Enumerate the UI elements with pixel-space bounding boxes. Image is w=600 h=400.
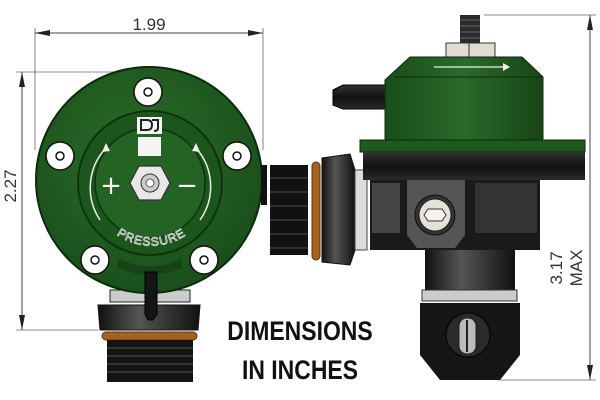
front-view: + − PRESSURE [35,66,267,382]
width-dimension: 1.99 [34,15,264,150]
arrow-right-icon [195,147,212,221]
max-label: MAX [567,250,586,287]
side-view [270,15,586,380]
bolt-holes [45,77,252,275]
max-height-value: 3.17 [547,251,566,284]
minus-label: − [176,171,198,201]
logo-icon [137,117,162,156]
plus-label: + [100,171,122,201]
max-height-dimension: 3.17 MAX [484,14,596,381]
units-note-line2: IN INCHES [241,355,359,385]
width-value: 1.99 [132,15,165,34]
height-value: 2.27 [1,169,20,202]
units-note-line1: DIMENSIONS [227,316,373,346]
arrow-left-icon [89,147,107,221]
